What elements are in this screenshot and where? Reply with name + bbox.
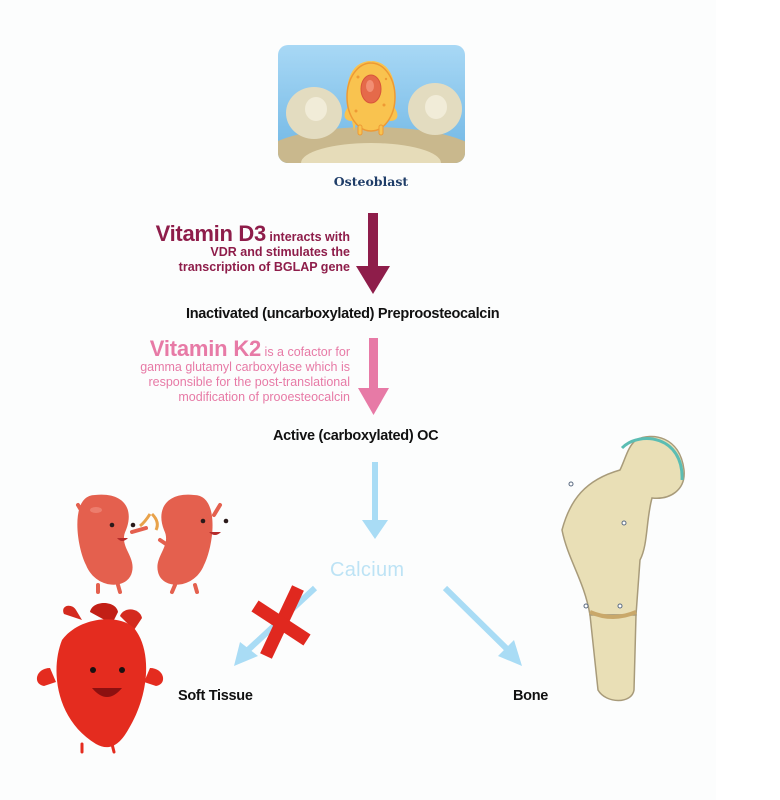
vitamin-k2-line4: modification of prooesteocalcin [178, 390, 350, 404]
vitamin-d3-line1: interacts with [265, 230, 350, 244]
bone-label: Bone [513, 688, 549, 704]
inactive-osteocalcin-label: Inactivated (uncarboxylated) Preproosteo… [186, 306, 500, 322]
active-osteocalcin-label: Active (carboxylated) OC [273, 428, 439, 444]
femur-illustration [561, 435, 685, 702]
vitamin-k2-line2: gamma glutamyl carboxylase which is [140, 360, 350, 374]
calcium-down-arrow [362, 462, 388, 539]
vitamin-d3-line3: transcription of BGLAP gene [178, 260, 350, 274]
kidneys-illustration [76, 494, 229, 594]
osteoblast-illustration [278, 45, 465, 163]
vitamin-k2-arrow [358, 338, 389, 415]
left-kidney [76, 494, 148, 594]
vitamin-k2-line1: is a cofactor for [261, 345, 350, 359]
vitamin-d3-line2: VDR and stimulates the [210, 245, 350, 259]
vitamin-k2-description: Vitamin K2 is a cofactor for gamma gluta… [80, 338, 350, 405]
vitamin-k2-line3: responsible for the post-translational [148, 375, 350, 389]
vitamin-d3-arrow [356, 213, 390, 294]
soft-tissue-label: Soft Tissue [178, 688, 253, 704]
bone-arrow [442, 585, 522, 666]
blocked-x-icon [251, 585, 311, 659]
osteoblast-label: Osteoblast [333, 174, 409, 189]
right-kidney [139, 494, 229, 594]
vitamin-k2-name: Vitamin K2 [149, 336, 262, 361]
vitamin-d3-name: Vitamin D3 [155, 221, 267, 246]
heart-illustration [36, 603, 164, 754]
calcium-label: Calcium [330, 559, 405, 581]
vitamin-d3-description: Vitamin D3 interacts with VDR and stimul… [120, 223, 350, 275]
